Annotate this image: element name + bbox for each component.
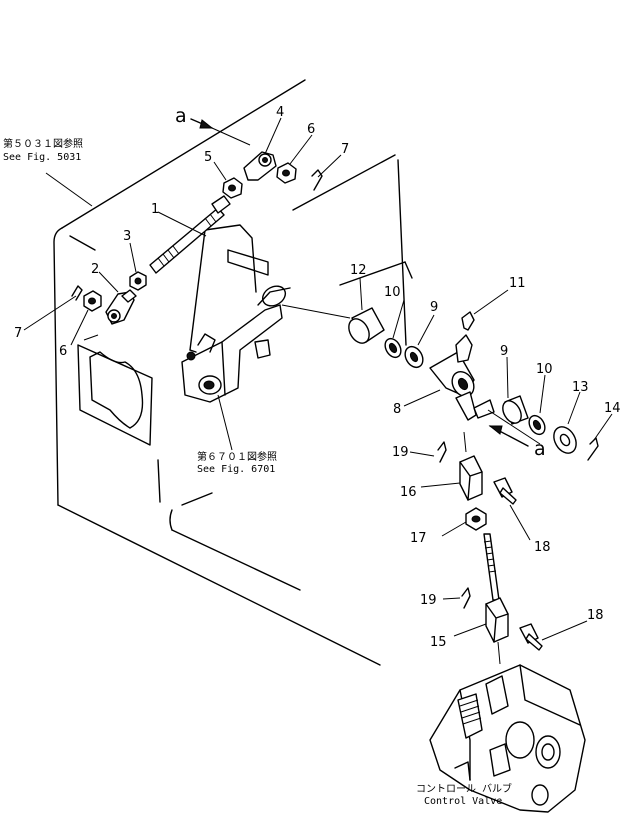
callout-6-top: 6 <box>307 122 315 137</box>
callout-10-right: 10 <box>536 362 553 377</box>
control-valve-label-jp: コントロール バルブ <box>416 782 512 795</box>
callout-3: 3 <box>123 229 131 244</box>
callout-16: 16 <box>400 485 417 500</box>
lever-assembly <box>181 285 291 403</box>
callout-1: 1 <box>151 202 159 217</box>
panel-outline <box>53 79 413 666</box>
callout-9: 9 <box>430 300 438 315</box>
callout-11: 11 <box>509 276 526 291</box>
bracket-plate <box>189 224 269 353</box>
callout-9-right: 9 <box>500 344 508 359</box>
callout-4: 4 <box>276 105 284 120</box>
callout-14: 14 <box>604 401 621 416</box>
callout-2: 2 <box>91 262 99 277</box>
callout-13: 13 <box>572 380 589 395</box>
lower-linkage <box>437 431 543 665</box>
control-valve <box>429 664 586 813</box>
callout-18-lower: 18 <box>587 608 604 623</box>
control-valve-label-en: Control Valve <box>424 796 502 807</box>
threaded-rod-1 <box>149 195 231 274</box>
panel-cutout <box>77 334 153 446</box>
reference-texts: 第５０３１図参照 See Fig. 5031 第６７０１図参照 See Fig.… <box>3 137 512 807</box>
callout-19: 19 <box>392 445 409 460</box>
view-mark-a-top: a <box>175 105 187 127</box>
view-mark-a-bottom: a <box>534 438 546 460</box>
callout-17: 17 <box>410 531 427 546</box>
callout-8: 8 <box>393 402 401 417</box>
callout-7-left: 7 <box>14 326 22 341</box>
callout-15: 15 <box>430 635 447 650</box>
callout-5: 5 <box>204 150 212 165</box>
callout-18: 18 <box>534 540 551 555</box>
right-assembly <box>281 304 599 461</box>
ref-fig5031-en: See Fig. 5031 <box>3 152 81 163</box>
callout-6-left: 6 <box>59 344 67 359</box>
callout-10: 10 <box>384 285 401 300</box>
callout-19-lower: 19 <box>420 593 437 608</box>
callout-7-top: 7 <box>341 142 349 157</box>
ref-fig6701-jp: 第６７０１図参照 <box>197 450 277 463</box>
ref-fig5031-jp: 第５０３１図参照 <box>3 137 83 150</box>
leader-lines <box>23 117 613 641</box>
callout-12: 12 <box>350 263 367 278</box>
callout-labels: 1 2 3 4 5 6 6 7 7 8 9 9 10 10 11 12 13 1… <box>14 105 621 650</box>
ref-fig6701-en: See Fig. 6701 <box>197 464 275 475</box>
small-parts-top <box>71 151 323 325</box>
